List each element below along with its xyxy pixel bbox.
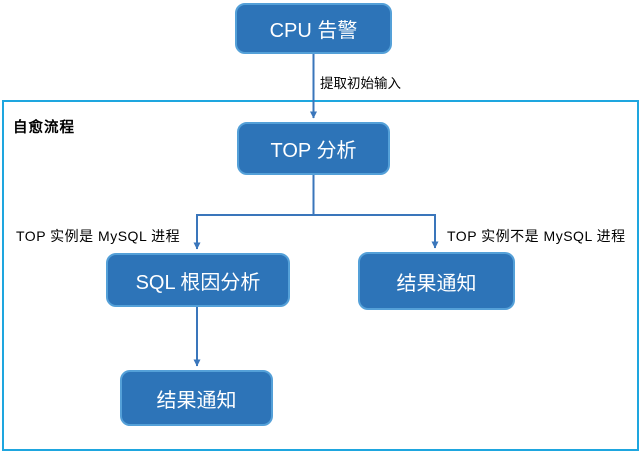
node-top-analysis: TOP 分析 bbox=[237, 122, 390, 175]
edge-label-extract-initial-input: 提取初始输入 bbox=[320, 72, 401, 92]
node-top-analysis-label: TOP 分析 bbox=[270, 140, 357, 162]
node-result-notify-bottom-label: 结果通知 bbox=[156, 389, 237, 412]
node-sql-root-cause-label: SQL 根因分析 bbox=[135, 271, 261, 294]
node-result-notify-bottom: 结果通知 bbox=[120, 370, 273, 426]
container-title: 自愈流程 bbox=[13, 120, 75, 136]
edge-label-not-mysql-process: TOP 实例不是 MySQL 进程 bbox=[447, 226, 626, 246]
self-healing-process-container: 自愈流程 bbox=[2, 100, 639, 451]
node-cpu-alert-label: CPU 告警 bbox=[269, 20, 358, 42]
node-cpu-alert: CPU 告警 bbox=[235, 3, 392, 54]
node-sql-root-cause-analysis: SQL 根因分析 bbox=[106, 253, 290, 307]
edge-label-is-mysql-process: TOP 实例是 MySQL 进程 bbox=[16, 226, 181, 246]
node-result-notify-right: 结果通知 bbox=[358, 252, 515, 310]
node-result-notify-right-label: 结果通知 bbox=[396, 272, 477, 295]
